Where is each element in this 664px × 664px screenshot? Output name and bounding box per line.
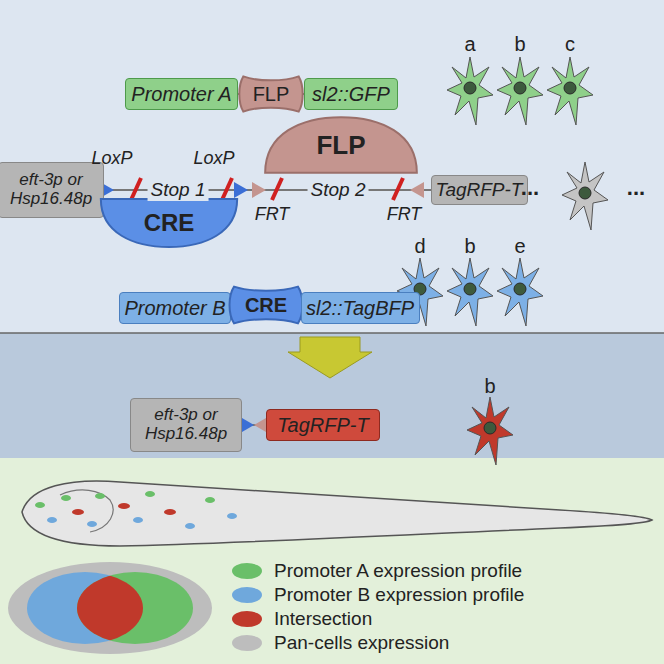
annotation-label: ...	[627, 175, 645, 201]
legend-text: Promoter B expression profile	[274, 584, 524, 606]
node-text: eft-3p or Hsp16.48p	[131, 406, 241, 443]
construct-box: TagRFP-T	[431, 175, 528, 205]
annotation-label: LoxP	[193, 148, 234, 169]
legend-text: Promoter A expression profile	[274, 560, 522, 582]
protein-shape: FLP	[262, 116, 420, 174]
construct-box: sl2::TagBFP	[301, 292, 420, 324]
legend-swatch	[232, 611, 262, 627]
protein-shape: CRE	[98, 198, 240, 248]
legend-row: Promoter A expression profile	[232, 560, 522, 582]
legend-swatch	[232, 635, 262, 651]
construct-box: eft-3p or Hsp16.48p	[130, 398, 242, 452]
annotation-label: b	[464, 235, 475, 258]
annotation-label: a	[464, 33, 475, 56]
construct-box: TagRFP-T	[266, 409, 380, 441]
legend-text: Pan-cells expression	[274, 632, 449, 654]
protein-shape: CRE	[228, 282, 304, 328]
node-text: CRE	[144, 210, 195, 236]
node-text: FLP	[253, 83, 290, 105]
construct-box: Promoter A	[125, 78, 238, 110]
legend-text: Intersection	[274, 608, 372, 630]
annotation-label: LoxP	[91, 148, 132, 169]
node-text: TagRFP-T	[436, 180, 523, 201]
node-text: eft-3p or Hsp16.48p	[0, 171, 103, 208]
node-text: CRE	[245, 294, 287, 316]
annotation-label: FRT	[255, 204, 290, 225]
annotation-label: b	[514, 33, 525, 56]
annotation-label: e	[514, 235, 525, 258]
node-text: Promoter B	[124, 297, 225, 319]
protein-shape: FLP	[238, 72, 304, 116]
legend-swatch	[232, 587, 262, 603]
construct-box: eft-3p or Hsp16.48p	[0, 162, 104, 218]
node-text: TagRFP-T	[277, 414, 369, 436]
annotation-label: Stop 2	[308, 179, 369, 201]
annotation-label: Stop 1	[148, 179, 209, 201]
node-text: Promoter A	[131, 83, 231, 105]
construct-box: Promoter B	[119, 292, 231, 324]
node-text: FLP	[316, 131, 365, 160]
legend-row: Intersection	[232, 608, 372, 630]
node-text: sl2::GFP	[312, 83, 390, 105]
legend-swatch	[232, 563, 262, 579]
annotation-label: d	[414, 235, 425, 258]
legend-row: Pan-cells expression	[232, 632, 449, 654]
annotation-label: FRT	[387, 204, 422, 225]
node-text: sl2::TagBFP	[306, 297, 414, 319]
legend-row: Promoter B expression profile	[232, 584, 524, 606]
annotation-label: b	[484, 375, 495, 398]
construct-box: sl2::GFP	[304, 78, 398, 110]
annotation-label: ...	[521, 175, 539, 201]
annotation-label: c	[565, 33, 575, 56]
